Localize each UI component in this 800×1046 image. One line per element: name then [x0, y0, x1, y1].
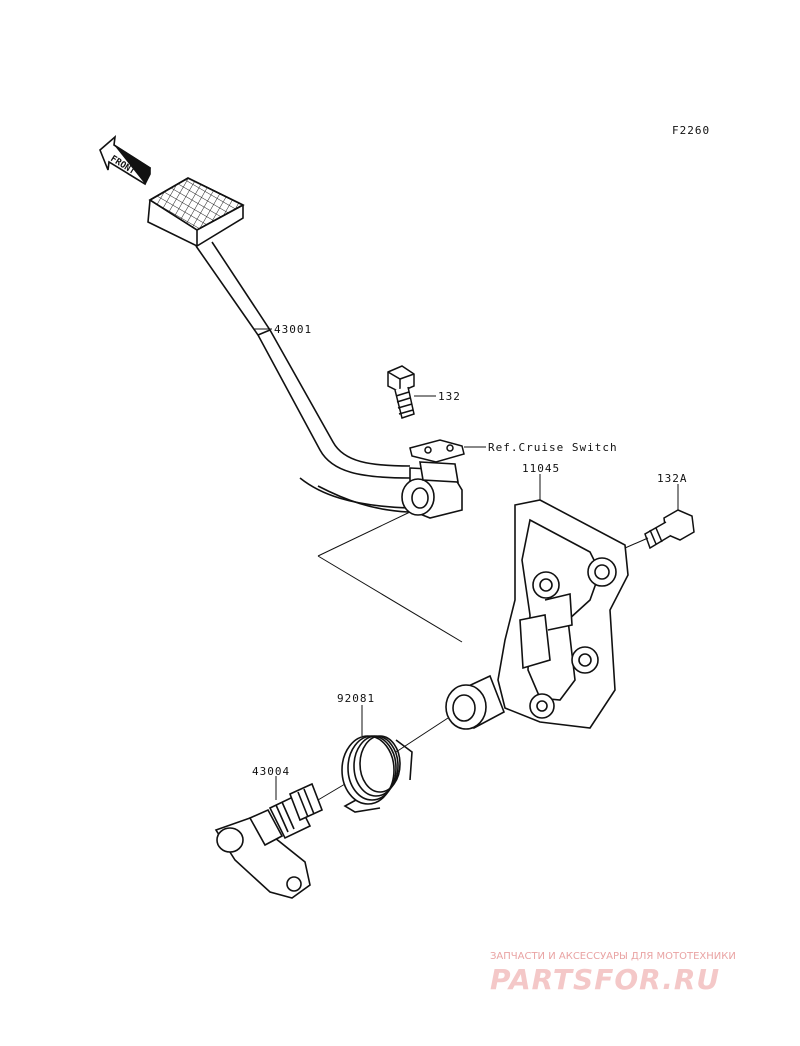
bolt-132a — [644, 509, 695, 550]
part-label-43001: 43001 — [274, 323, 313, 336]
part-label-132: 132 — [438, 390, 461, 403]
assembly-lines — [254, 328, 649, 801]
watermark-tagline: ЗАПЧАСТИ И АКСЕССУАРЫ ДЛЯ МОТОТЕХНИКИ — [490, 951, 736, 962]
shaft-43004 — [214, 782, 324, 899]
front-arrow-icon: FRONT — [99, 135, 151, 186]
spring-92081 — [341, 735, 413, 813]
pedal-boss — [401, 461, 463, 519]
diagram-code: F2260 — [672, 124, 711, 137]
brake-pedal-arm — [195, 241, 411, 513]
part-label-132a: 132A — [657, 472, 688, 485]
part-label-43004: 43004 — [252, 765, 291, 778]
part-label-11045: 11045 — [522, 462, 561, 475]
watermark-logo: PARTSFOR.RU — [490, 963, 721, 996]
bracket-11045 — [497, 499, 629, 729]
reference-note-cruise-switch: Ref.Cruise Switch — [488, 441, 618, 454]
brake-pedal-pad — [147, 177, 245, 247]
part-label-92081: 92081 — [337, 692, 376, 705]
cruise-switch-bracket — [409, 439, 465, 463]
bolt-132 — [387, 365, 415, 419]
pivot-boss — [445, 674, 506, 730]
